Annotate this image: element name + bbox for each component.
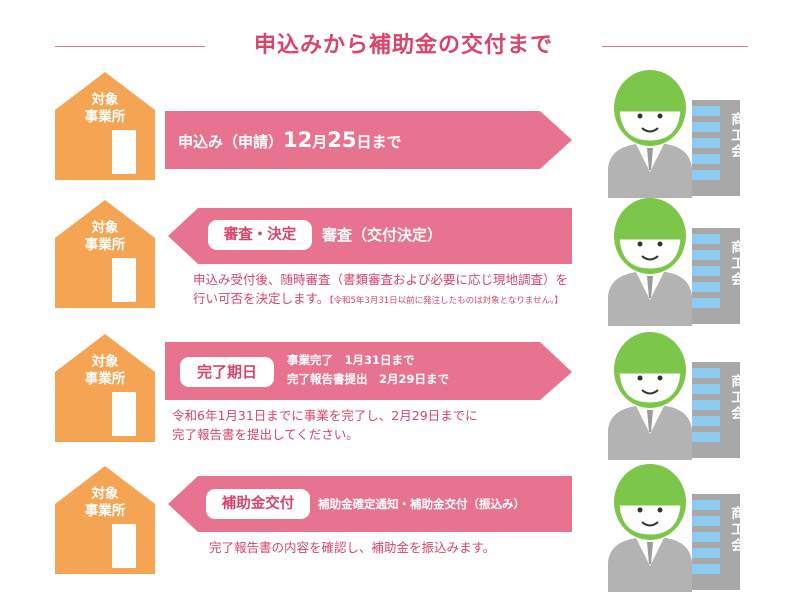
step-badge: 完了期日	[180, 357, 274, 387]
office-label: 商工会	[731, 112, 745, 160]
office-label: 商工会	[731, 506, 745, 554]
arrow-left: 補助金交付 補助金確定通知・補助金交付（振込み） 完了報告書の内容を確認し、補助…	[0, 462, 800, 592]
title-divider-right	[602, 46, 748, 47]
page-title: 申込みから補助金の交付まで	[253, 33, 553, 58]
staff-person-icon	[608, 332, 740, 460]
step-label: 補助金確定通知・補助金交付（振込み）	[318, 497, 525, 511]
house-label: 対象事業所	[84, 486, 126, 519]
house-icon	[55, 200, 155, 308]
staff-person-icon	[608, 70, 740, 198]
office-label: 商工会	[731, 240, 745, 288]
arrow-right: 完了期日 事業完了 1月31日まで 完了報告書提出 2月29日まで 令和6年1月…	[0, 330, 800, 460]
house-label: 対象事業所	[84, 220, 126, 253]
business-house: 対象事業所	[40, 462, 170, 592]
step-description: 完了報告書の内容を確認し、補助金を振込みます。	[209, 540, 496, 555]
house-icon	[55, 334, 155, 442]
arrow-right: 申込み（申請）12月25日まで	[0, 68, 800, 198]
chamber-of-commerce: 商工会	[600, 196, 760, 326]
step-label: 審査（交付決定）	[322, 226, 443, 244]
step-row-grant-payment: 対象事業所 補助金交付 補助金確定通知・補助金交付（振込み） 完了報告書の内容を…	[0, 462, 800, 592]
staff-person-icon	[608, 464, 740, 592]
step-row-review: 対象事業所 審査・決定 審査（交付決定） 申込み受付後、随時審査（書類審査および…	[0, 196, 800, 326]
business-house: 対象事業所	[40, 196, 170, 326]
house-label: 対象事業所	[84, 92, 126, 125]
house-icon	[55, 72, 155, 180]
chamber-of-commerce: 商工会	[600, 462, 760, 592]
house-label: 対象事業所	[84, 354, 126, 387]
business-house: 対象事業所	[40, 68, 170, 198]
step-description: 令和6年1月31日までに事業を完了し、2月29日までに 完了報告書を提出してくだ…	[172, 408, 478, 442]
step-description: 申込み受付後、随時審査（書類審査および必要に応じ現地調査）を 行い可否を決定しま…	[193, 272, 569, 306]
step-badge: 審査・決定	[208, 220, 312, 250]
step-label: 申込み（申請）12月25日まで	[178, 128, 402, 152]
title-row: 申込みから補助金の交付まで	[0, 26, 800, 66]
step-row-completion: 対象事業所 完了期日 事業完了 1月31日まで 完了報告書提出 2月29日まで …	[0, 330, 800, 460]
step-badge: 補助金交付	[206, 489, 310, 519]
chamber-of-commerce: 商工会	[600, 330, 760, 460]
title-divider-left	[55, 46, 205, 47]
chamber-of-commerce: 商工会	[600, 68, 760, 198]
office-label: 商工会	[731, 374, 745, 422]
business-house: 対象事業所	[40, 330, 170, 460]
arrow-left: 審査・決定 審査（交付決定） 申込み受付後、随時審査（書類審査および必要に応じ現…	[0, 196, 800, 326]
staff-person-icon	[608, 198, 740, 326]
house-icon	[55, 466, 155, 574]
step-deadlines: 事業完了 1月31日まで 完了報告書提出 2月29日まで	[287, 353, 450, 386]
step-row-application: 対象事業所 申込み（申請）12月25日まで 商工会	[0, 68, 800, 198]
